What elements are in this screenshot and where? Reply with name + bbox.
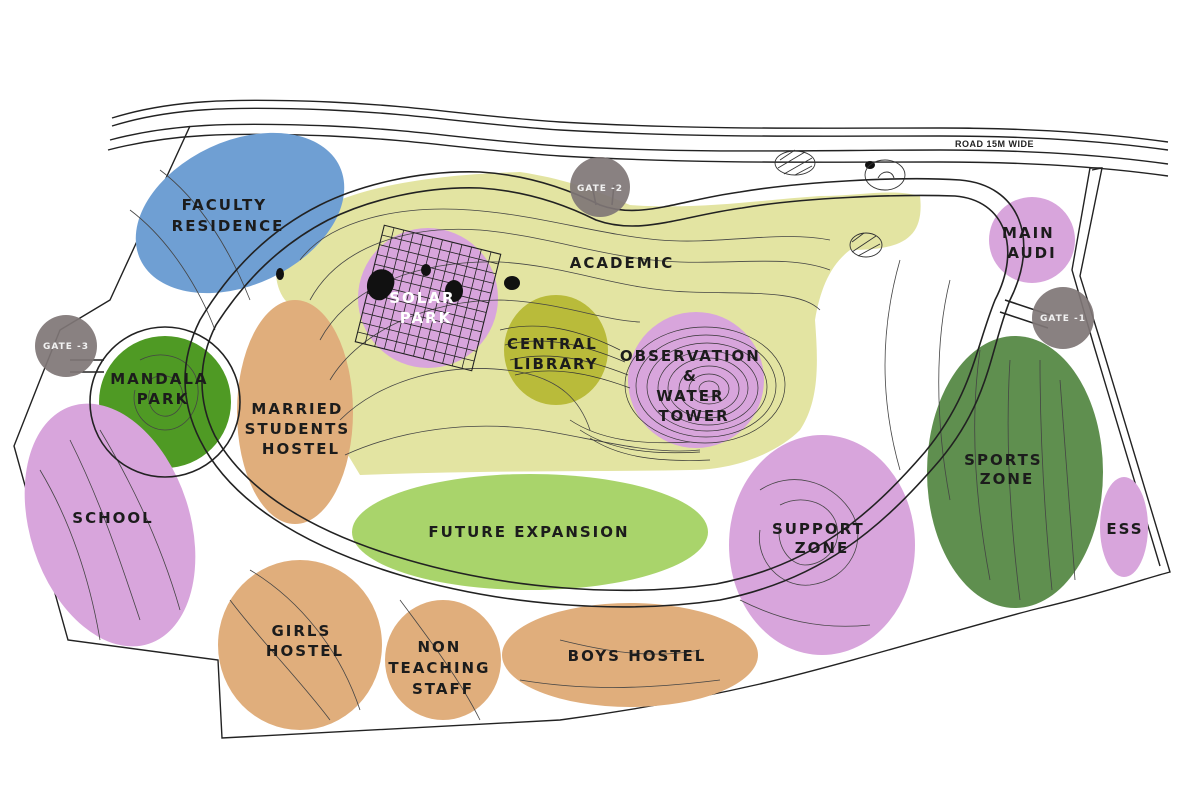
ess-zone	[1100, 477, 1148, 577]
main-audi-zone	[989, 197, 1075, 283]
boys-hostel-zone	[502, 603, 758, 707]
existing-structures	[774, 149, 906, 258]
school-zone	[24, 403, 196, 647]
faculty-residence-label: FACULTY RESIDENCE	[172, 196, 285, 235]
mandala-park-label: MANDALA PARK	[110, 370, 216, 408]
school-label: SCHOOL	[72, 509, 153, 527]
future-expansion-label: FUTURE EXPANSION	[428, 523, 629, 541]
girls-hostel-label: GIRLS HOSTEL	[266, 622, 344, 660]
gate-3-label: GATE -3	[43, 342, 89, 352]
tower-hill-contours	[499, 325, 786, 461]
gate-1-label: GATE -1	[1040, 314, 1086, 324]
academic-label: ACADEMIC	[570, 254, 674, 272]
sports-zone-zone	[927, 336, 1103, 608]
zone-labels: FACULTY RESIDENCE ACADEMIC SOLAR PARK CE…	[72, 196, 1143, 698]
main-audi-label: MAIN AUDI	[1002, 224, 1062, 262]
tree-blobs	[276, 161, 875, 302]
gate-2: GATE -2	[570, 157, 630, 217]
central-library-label: CENTRAL LIBRARY	[507, 335, 605, 373]
gate-2-label: GATE -2	[577, 184, 623, 194]
central-library-zone	[504, 295, 608, 405]
support-zone-label: SUPPORT ZONE	[772, 520, 872, 557]
married-students-hostel-label: MARRIED STUDENTS HOSTEL	[245, 400, 358, 458]
future-expansion-zone	[352, 474, 708, 590]
girls-hostel-zone	[218, 560, 382, 730]
gate-1: GATE -1	[1032, 287, 1094, 349]
non-teaching-staff-zone	[385, 600, 501, 720]
boys-hostel-label: BOYS HOSTEL	[568, 647, 707, 665]
married-hostel-zone	[237, 300, 353, 524]
non-teaching-staff-label: NON TEACHING STAFF	[388, 638, 497, 698]
contour-lines	[39, 169, 1076, 721]
road-label: ROAD 15M WIDE	[955, 139, 1034, 149]
site-boundary	[13, 125, 1171, 739]
sports-zone-label: SPORTS ZONE	[964, 451, 1050, 488]
gate-3: GATE -3	[35, 315, 97, 377]
observation-tower-label: OBSERVATION & WATER TOWER	[620, 347, 768, 425]
support-zone-zone	[729, 435, 915, 655]
faculty-residence-zone	[135, 132, 345, 294]
solar-park-label: SOLAR PARK	[389, 289, 463, 327]
ess-label: ESS	[1106, 520, 1143, 538]
